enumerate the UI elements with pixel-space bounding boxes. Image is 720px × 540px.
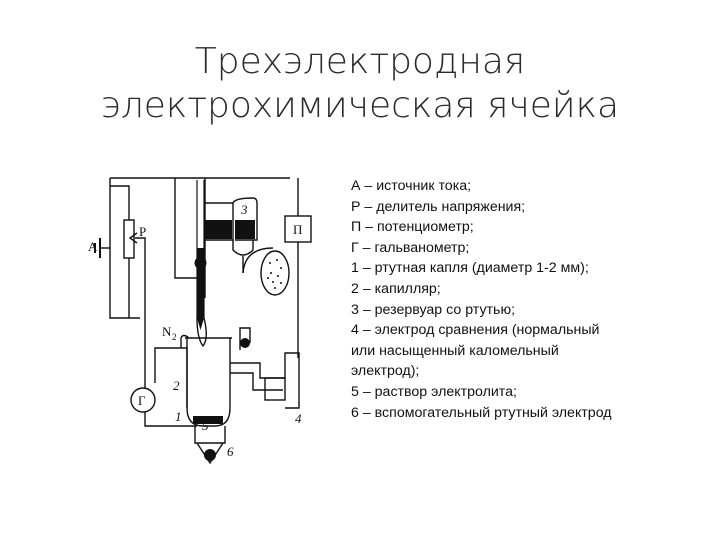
legend-item: Р – делитель напряжения; xyxy=(351,198,526,215)
legend-item: 2 – капилляр; xyxy=(351,280,441,297)
legend-item: Г – гальванометр; xyxy=(351,239,470,256)
label-galvanometer: Г xyxy=(138,393,146,408)
cell-vessel xyxy=(186,338,231,427)
label-3: 3 xyxy=(240,202,248,217)
legend-item: 4 – электрод сравнения (нормальный xyxy=(351,322,600,339)
capillary-mercury xyxy=(197,248,204,318)
label-n2-subscript: 2 xyxy=(172,332,177,342)
slide-title: Трехэлектродная электрохимическая ячейка xyxy=(0,40,720,128)
label-potentiometer: П xyxy=(293,222,302,237)
legend-item: 1 – ртутная капля (диаметр 1-2 мм); xyxy=(351,260,589,277)
label-1: 1 xyxy=(175,409,182,424)
slide-title-line-2: электрохимическая ячейка xyxy=(100,85,620,126)
legend-item: А – источник тока; xyxy=(351,178,472,194)
label-n2: N xyxy=(162,324,172,339)
legend-item: 3 – резервуар со ртутью; xyxy=(351,301,516,318)
mercury-fill-left xyxy=(205,220,232,239)
legend-item: 5 – раствор электролита; xyxy=(351,383,517,400)
label-6: 6 xyxy=(227,444,234,459)
potentiometer-box xyxy=(284,215,312,243)
slide-title-line-1: Трехэлектродная xyxy=(194,41,526,82)
left-wire xyxy=(109,178,140,319)
mercury-fill-right xyxy=(235,220,255,239)
label-4: 4 xyxy=(295,411,302,426)
current-source-symbol xyxy=(94,238,101,258)
reference-electrode-vessel xyxy=(264,377,286,401)
legend-list: А – источник тока; Р – делитель напряжен… xyxy=(351,176,711,423)
label-p: Р xyxy=(139,224,146,239)
mercury-pool xyxy=(193,416,223,424)
slider-arrow xyxy=(128,232,138,244)
label-5: 5 xyxy=(202,418,209,433)
label-2: 2 xyxy=(173,378,180,393)
legend-item: электрод); xyxy=(351,363,420,380)
mercury-electrode-6 xyxy=(196,442,224,465)
label-a: А xyxy=(88,239,98,254)
legend-item: П – потенциометр; xyxy=(351,219,474,236)
slider-wire xyxy=(135,237,146,353)
legend-item: 6 – вспомогательный ртутный электрод xyxy=(351,404,612,421)
mercury-bulb xyxy=(260,250,290,296)
electrochemical-cell-diagram: А Р П Г N 2 1 2 3 4 5 6 xyxy=(88,177,312,465)
galvanometer-circle xyxy=(130,387,156,413)
mercury-drop xyxy=(194,257,207,269)
legend-item: или насыщенный каломельный xyxy=(351,342,559,359)
